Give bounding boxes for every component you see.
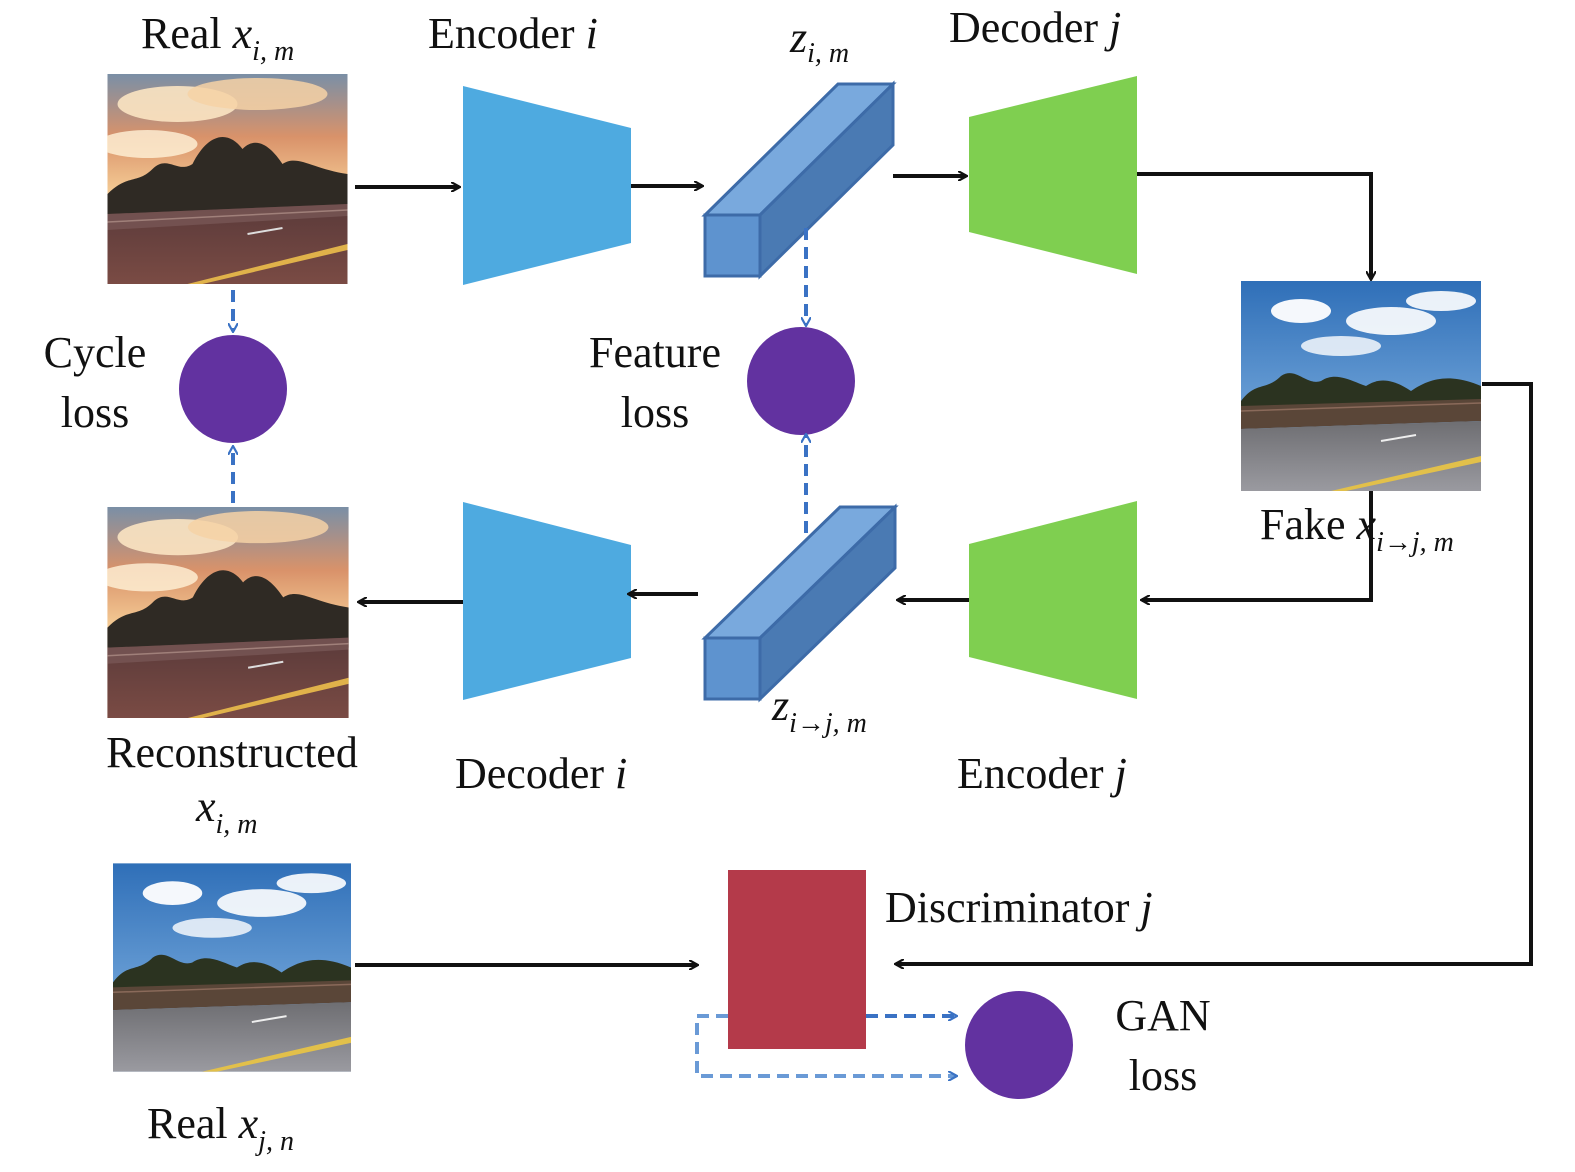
dashed-arrows bbox=[233, 228, 956, 1076]
feature-loss-node bbox=[747, 327, 855, 435]
decoder-i-block bbox=[463, 502, 631, 700]
label-decoder-j: Decoder j bbox=[949, 3, 1121, 52]
label-feature-loss: loss bbox=[621, 388, 689, 437]
cycle-loss-node bbox=[179, 335, 287, 443]
decoder-j-block bbox=[969, 76, 1137, 274]
arrow-fake-to-encoder-j bbox=[1142, 491, 1373, 600]
label-decoder-i: Decoder i bbox=[455, 749, 627, 798]
label-discriminator-j: Discriminator j bbox=[885, 883, 1153, 932]
label-cycle: Cycle bbox=[44, 328, 147, 377]
fake-image-i-to-j bbox=[1240, 281, 1482, 491]
real-image-j-n bbox=[113, 862, 351, 1073]
reconstructed-image bbox=[107, 507, 349, 718]
solid-arrows bbox=[355, 172, 1533, 965]
label-reconstructed: Reconstructed bbox=[106, 728, 358, 777]
encoder-i-block bbox=[463, 86, 631, 285]
label-encoder-i: Encoder i bbox=[428, 9, 598, 58]
label-z-i-to-j-m: zi→j, m bbox=[771, 681, 867, 739]
real-image-i-m bbox=[107, 74, 348, 284]
label-feature: Feature bbox=[589, 328, 721, 377]
dashed-disc-loop-to-gan bbox=[695, 1014, 956, 1076]
latent-z-i-m bbox=[701, 80, 897, 280]
label-reconstructed-x: xi, m bbox=[195, 782, 258, 840]
label-real-x-j-n: Real xj, n bbox=[147, 1099, 294, 1157]
discriminator-j-block bbox=[728, 870, 866, 1049]
label-real-x-i-m: Real xi, m bbox=[141, 9, 294, 67]
arrow-decoder-j-to-fake bbox=[1137, 172, 1371, 279]
label-cycle-loss: loss bbox=[61, 388, 129, 437]
arrow-fake-to-discriminator bbox=[896, 382, 1533, 964]
label-gan-loss: loss bbox=[1129, 1051, 1197, 1100]
label-encoder-j: Encoder j bbox=[957, 749, 1127, 798]
encoder-j-block bbox=[969, 501, 1137, 699]
label-fake-x: Fake xi→j, m bbox=[1260, 500, 1454, 558]
latent-z-i-to-j-m bbox=[701, 503, 899, 703]
label-z-i-m: zi, m bbox=[789, 13, 849, 69]
label-gan: GAN bbox=[1115, 991, 1210, 1040]
gan-loss-node bbox=[965, 991, 1073, 1099]
